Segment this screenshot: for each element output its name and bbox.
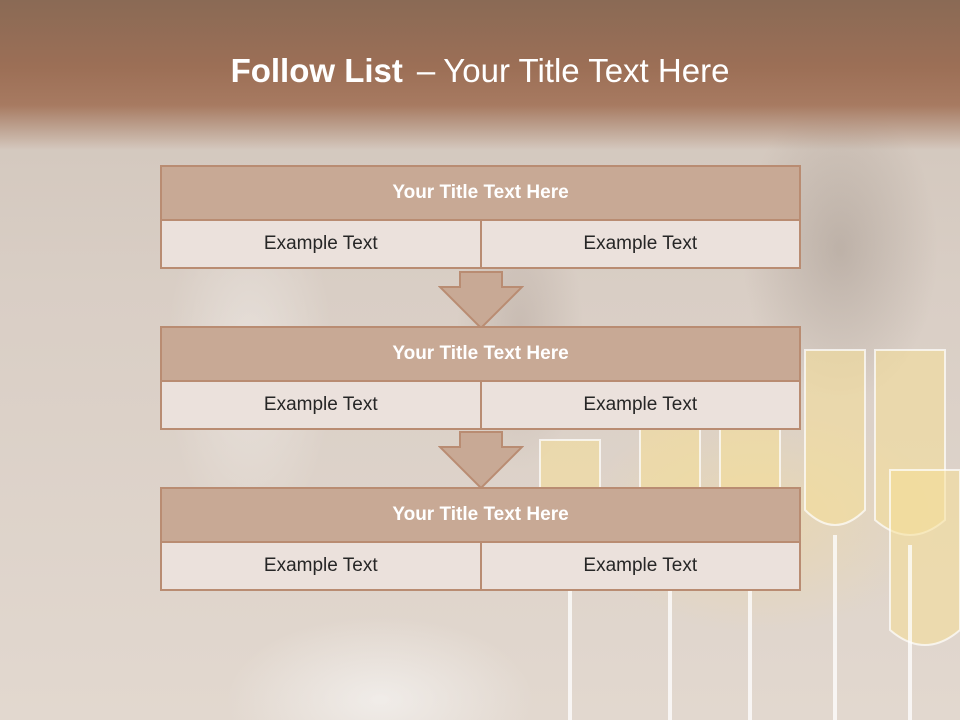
block-title: Your Title Text Here [160, 326, 801, 382]
title-bold: Follow List [230, 52, 403, 89]
block-row: Example Text Example Text [160, 219, 801, 269]
block-cell-left: Example Text [160, 541, 482, 591]
down-arrow-icon [438, 271, 524, 330]
block-title: Your Title Text Here [160, 165, 801, 221]
block-cell-left: Example Text [160, 380, 482, 430]
block-row: Example Text Example Text [160, 380, 801, 430]
down-arrow-icon [438, 431, 524, 490]
title-separator: – [416, 52, 436, 89]
block-row: Example Text Example Text [160, 541, 801, 591]
block-cell-right: Example Text [479, 219, 801, 269]
title-band [0, 0, 960, 150]
block-cell-right: Example Text [479, 380, 801, 430]
slide-title: Follow List–Your Title Text Here [0, 52, 960, 90]
block-cell-right: Example Text [479, 541, 801, 591]
title-text: Your Title Text Here [443, 52, 730, 89]
block-title: Your Title Text Here [160, 487, 801, 543]
flow-block-3: Your Title Text Here Example Text Exampl… [160, 487, 801, 591]
flow-block-2: Your Title Text Here Example Text Exampl… [160, 326, 801, 430]
flow-block-1: Your Title Text Here Example Text Exampl… [160, 165, 801, 269]
block-cell-left: Example Text [160, 219, 482, 269]
